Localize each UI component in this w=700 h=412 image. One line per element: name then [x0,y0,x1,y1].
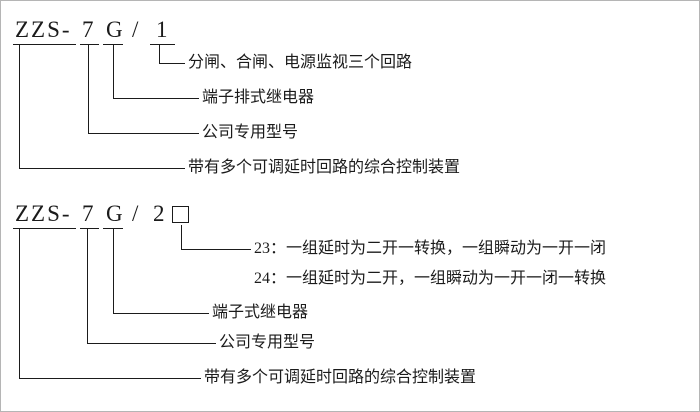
desc-company-model-top: 公司专用型号 [202,124,299,141]
desc-circuit-top: 分闸、合闸、电源监视三个回路 [188,54,413,71]
model-design-code-top: 7 [82,17,94,42]
connector-hline-circuit-top [159,63,185,64]
connector-hline-relay-top [113,98,199,99]
model-separator-bottom: / [132,201,139,226]
connector-vline-circuit-top [159,44,160,63]
underline-design-code-top [80,44,99,45]
desc-relay-type-bottom: 端子式继电器 [212,304,309,321]
model-variant-top: G [106,17,123,42]
underline-circuit-code-top [150,44,175,45]
desc-option-24: 24：一组延时为二开，一组瞬动为一开一闭一转换 [254,270,607,287]
underline-prefix-bottom [13,228,76,229]
model-circuit-code-bottom: 2 [153,201,165,226]
model-circuit-code-top: 1 [156,17,168,42]
connector-vline-device-bottom [19,228,20,378]
desc-device-top: 带有多个可调延时回路的综合控制装置 [188,159,461,176]
model-variant-bottom: G [106,201,123,226]
desc-relay-type-top: 端子排式继电器 [202,89,315,106]
connector-hline-device-bottom [19,378,201,379]
connector-hline-options [181,249,251,250]
underline-design-code-bottom [80,228,99,229]
model-prefix-top: ZZS- [15,17,72,42]
connector-vline-company-bottom [87,228,88,343]
connector-vline-relay-bottom [113,228,114,313]
connector-hline-company-top [88,133,199,134]
desc-company-model-bottom: 公司专用型号 [219,334,316,351]
desc-device-bottom: 带有多个可调延时回路的综合控制装置 [204,369,477,386]
desc-option-23: 23：一组延时为二开一转换，一组瞬动为一开一闭 [254,240,607,257]
model-prefix-bottom: ZZS- [15,201,72,226]
connector-vline-company-top [88,44,89,133]
model-design-code-bottom: 7 [82,201,94,226]
connector-hline-device-top [19,168,185,169]
model-separator-top: / [132,17,139,42]
connector-hline-company-bottom [87,343,216,344]
suffix-placeholder-box [172,206,189,223]
connector-vline-options [181,225,182,249]
connector-hline-relay-bottom [113,313,209,314]
underline-prefix-top [13,44,76,45]
connector-vline-relay-top [113,44,114,98]
connector-vline-device-top [19,44,20,168]
